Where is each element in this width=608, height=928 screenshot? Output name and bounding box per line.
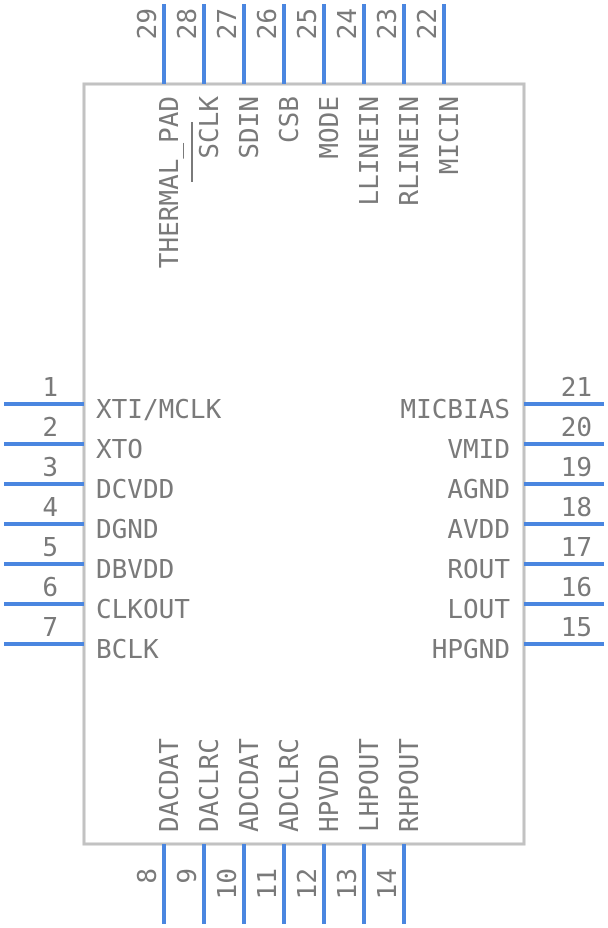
component-body	[82, 82, 526, 846]
pin-name: DCVDD	[96, 475, 174, 505]
pin-number: 8	[133, 868, 163, 884]
pin-name: DACLRC	[195, 738, 225, 832]
pin-number: 17	[561, 533, 592, 563]
pin-number: 14	[373, 868, 403, 899]
pin-name: ROUT	[447, 555, 510, 585]
pin-name: DBVDD	[96, 555, 174, 585]
pin-name: XTI/MCLK	[96, 395, 222, 425]
pin-name: XTO	[96, 435, 143, 465]
pin-number: 5	[42, 533, 58, 563]
pin-number: 23	[373, 8, 403, 39]
pin-number: 16	[561, 573, 592, 603]
pin-name: ADCLRC	[275, 738, 305, 832]
pin-number: 24	[333, 8, 363, 39]
pin-name: HPGND	[432, 635, 510, 665]
pin-name: MODE	[315, 96, 345, 159]
pin-number: 4	[42, 493, 58, 523]
pin-number: 12	[293, 868, 323, 899]
pin-number: 10	[213, 868, 243, 899]
pin-name: SCLK	[195, 96, 225, 159]
pin-name: BCLK	[96, 635, 159, 665]
pin-name: CSB	[275, 96, 305, 143]
pin-number: 25	[293, 8, 323, 39]
pin-name: LHPOUT	[355, 738, 385, 832]
pin-name: RLINEIN	[395, 96, 425, 206]
pin-number: 18	[561, 493, 592, 523]
pin-number: 15	[561, 613, 592, 643]
pin-name: HPVDD	[315, 754, 345, 832]
pin-name: VMID	[447, 435, 510, 465]
pin-name: LLINEIN	[355, 96, 385, 206]
pin-name: ADCDAT	[235, 738, 265, 832]
pin-name: CLKOUT	[96, 595, 190, 625]
pin-name: DGND	[96, 515, 159, 545]
pin-number: 1	[42, 373, 58, 403]
pin-number: 27	[213, 8, 243, 39]
pin-number: 19	[561, 453, 592, 483]
pin-name: DACDAT	[155, 738, 185, 832]
pin-number: 7	[42, 613, 58, 643]
pin-number: 20	[561, 413, 592, 443]
pin-name: MICIN	[435, 96, 465, 174]
pin-name: MICBIAS	[400, 395, 510, 425]
pin-name: AGND	[447, 475, 510, 505]
pin-number: 9	[173, 868, 203, 884]
pin-number: 29	[133, 8, 163, 39]
bottom-pins: 8 DACDAT 9 DACLRC 10 ADCDAT 11 ADCLRC 12 HPVDD 13 L…	[133, 738, 425, 924]
pin-name: RHPOUT	[395, 738, 425, 832]
pin-number: 11	[253, 868, 283, 899]
pin-number: 22	[413, 8, 443, 39]
pin-name: THERMAL_PAD	[155, 96, 185, 268]
pin-name: SDIN	[235, 96, 265, 159]
pin-number: 28	[173, 8, 203, 39]
pin-number: 13	[333, 868, 363, 899]
pin-number: 21	[561, 373, 592, 403]
pin-name: LOUT	[447, 595, 510, 625]
pin-number: 6	[42, 573, 58, 603]
pin-number: 2	[42, 413, 58, 443]
pin-name: AVDD	[447, 515, 510, 545]
pin-number: 3	[42, 453, 58, 483]
pin-number: 26	[253, 8, 283, 39]
